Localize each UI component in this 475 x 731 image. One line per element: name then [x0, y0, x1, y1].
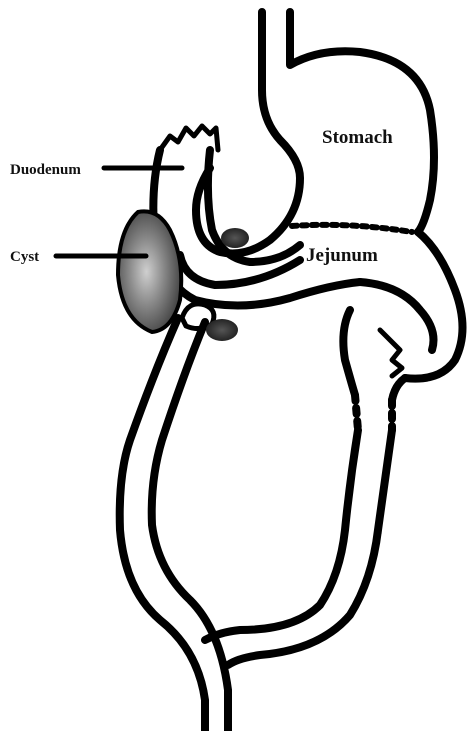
label-duodenum: Duodenum	[10, 162, 81, 178]
cyst-shape	[118, 211, 181, 332]
label-stomach: Stomach	[322, 127, 393, 148]
pylorus-mark	[221, 228, 249, 248]
jejunum-loop	[343, 282, 433, 430]
label-jejunum: Jejunum	[306, 245, 378, 266]
jejunum-dashed-left	[355, 395, 358, 430]
label-cyst: Cyst	[10, 249, 39, 265]
anastomosis-dotted-line	[292, 225, 412, 232]
